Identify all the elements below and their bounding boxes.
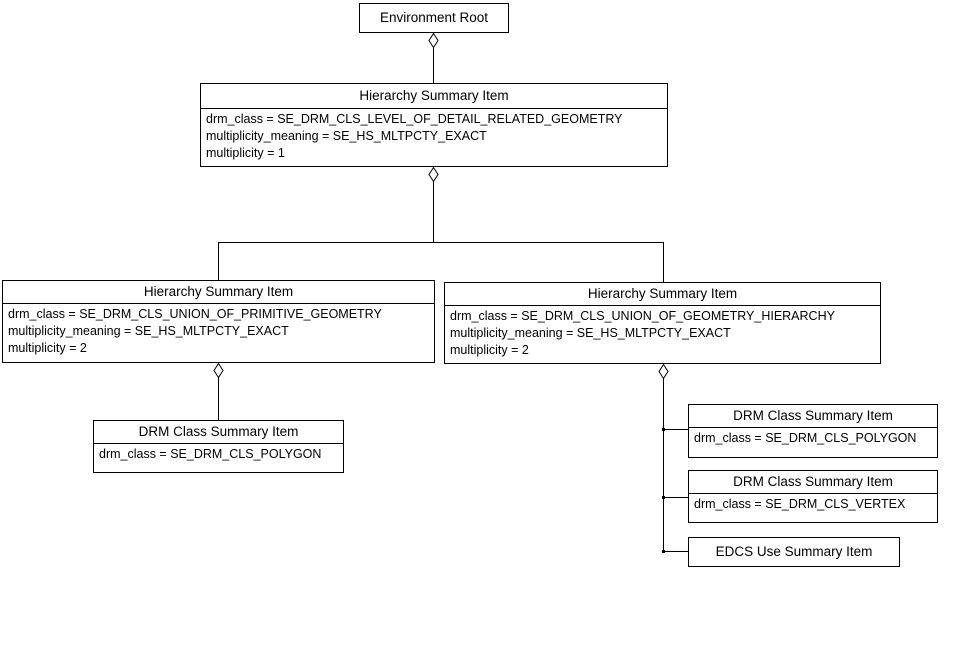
- attribute-line: drm_class = SE_DRM_CLS_POLYGON: [694, 431, 917, 445]
- node-drm-class-summary-left-polygon: DRM Class Summary Item drm_class = SE_DR…: [93, 420, 344, 473]
- attribute-line: multiplicity_meaning = SE_HS_MLTPCTY_EXA…: [450, 326, 731, 340]
- attribute-line: multiplicity_meaning = SE_HS_MLTPCTY_EXA…: [8, 324, 289, 338]
- node-hierarchy-summary-left: Hierarchy Summary Item drm_class = SE_DR…: [2, 280, 435, 363]
- attribute-line: drm_class = SE_DRM_CLS_UNION_OF_GEOMETRY…: [450, 309, 835, 323]
- node-title: DRM Class Summary Item: [733, 408, 893, 423]
- attribute-line: drm_class = SE_DRM_CLS_POLYGON: [99, 447, 322, 461]
- node-title: Hierarchy Summary Item: [359, 88, 509, 103]
- attribute-line: drm_class = SE_DRM_CLS_LEVEL_OF_DETAIL_R…: [206, 112, 623, 126]
- edge-branch-edcs-use: [663, 551, 688, 552]
- attribute-line: multiplicity = 1: [206, 146, 285, 160]
- node-title: DRM Class Summary Item: [138, 424, 299, 439]
- node-attributes: drm_class = SE_DRM_CLS_POLYGON: [94, 443, 343, 472]
- node-drm-class-summary-right-vertex: DRM Class Summary Item drm_class = SE_DR…: [688, 470, 938, 523]
- aggregation-diamond-icon: [658, 364, 669, 379]
- attribute-line: drm_class = SE_DRM_CLS_VERTEX: [694, 497, 906, 511]
- edge-split-horizontal: [218, 242, 664, 243]
- attribute-line: drm_class = SE_DRM_CLS_UNION_OF_PRIMITIV…: [8, 307, 382, 321]
- edge-branch-drm-right-polygon: [663, 429, 688, 430]
- attribute-line: multiplicity = 2: [450, 343, 529, 357]
- node-edcs-use-summary: EDCS Use Summary Item: [688, 537, 900, 567]
- node-title: Environment Root: [379, 10, 489, 25]
- node-hierarchy-summary-right: Hierarchy Summary Item drm_class = SE_DR…: [444, 282, 881, 364]
- aggregation-diamond-icon: [213, 363, 224, 378]
- junction-dot: [662, 496, 665, 499]
- edge-split-to-hs-right: [663, 242, 664, 282]
- junction-dot: [662, 428, 665, 431]
- edge-envroot-to-hs-top: [433, 47, 434, 83]
- aggregation-diamond-icon: [428, 167, 439, 182]
- node-attributes: drm_class = SE_DRM_CLS_VERTEX: [689, 493, 937, 522]
- edge-branch-drm-right-vertex: [663, 497, 688, 498]
- aggregation-diamond-icon: [428, 33, 439, 48]
- node-attributes: drm_class = SE_DRM_CLS_UNION_OF_GEOMETRY…: [445, 305, 880, 363]
- edge-hs-top-to-split: [433, 181, 434, 242]
- node-attributes: drm_class = SE_DRM_CLS_LEVEL_OF_DETAIL_R…: [201, 108, 667, 166]
- junction-dot: [662, 550, 665, 553]
- node-hierarchy-summary-top: Hierarchy Summary Item drm_class = SE_DR…: [200, 83, 668, 167]
- edge-hs-right-trunk: [663, 378, 664, 552]
- attribute-line: multiplicity_meaning = SE_HS_MLTPCTY_EXA…: [206, 129, 487, 143]
- node-title: Hierarchy Summary Item: [143, 284, 294, 299]
- node-attributes: drm_class = SE_DRM_CLS_UNION_OF_PRIMITIV…: [3, 303, 434, 362]
- attribute-line: multiplicity = 2: [8, 341, 87, 355]
- node-title: DRM Class Summary Item: [733, 474, 893, 489]
- node-drm-class-summary-right-polygon: DRM Class Summary Item drm_class = SE_DR…: [688, 404, 938, 458]
- edge-split-to-hs-left: [218, 242, 219, 280]
- node-environment-root: Environment Root: [359, 3, 509, 33]
- node-attributes: drm_class = SE_DRM_CLS_POLYGON: [689, 427, 937, 457]
- node-title: EDCS Use Summary Item: [715, 544, 873, 559]
- node-title: Hierarchy Summary Item: [587, 286, 738, 301]
- edge-hs-left-to-drm-polygon: [218, 377, 219, 420]
